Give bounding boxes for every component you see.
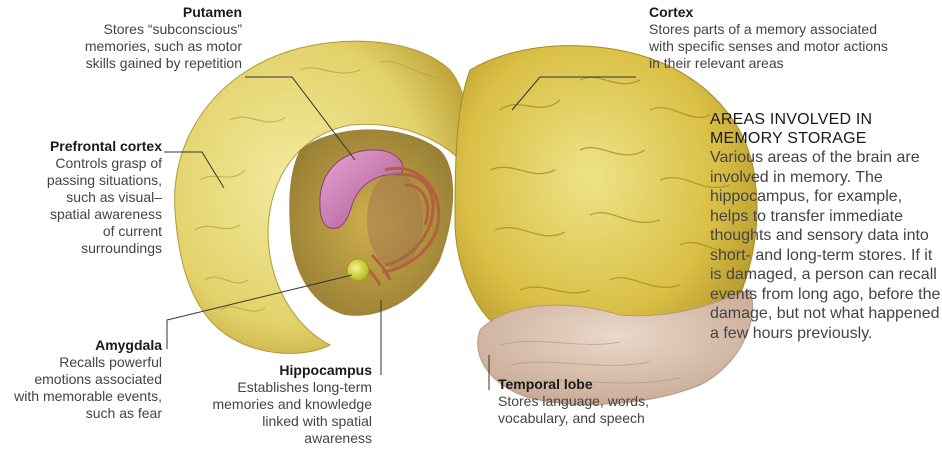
- putamen-title: Putamen: [60, 4, 242, 21]
- prefrontal-desc: Controls grasp of passing situations, su…: [0, 155, 162, 257]
- temporal-label: Temporal lobe Stores language, words, vo…: [498, 376, 673, 427]
- amygdala-title: Amygdala: [0, 337, 162, 354]
- cortex-title: Cortex: [649, 4, 899, 21]
- amygdala-desc: Recalls powerful emotions associated wit…: [0, 354, 162, 422]
- prefrontal-title: Prefrontal cortex: [0, 138, 162, 155]
- putamen-label: Putamen Stores “subconscious” memories, …: [60, 4, 242, 72]
- hippocampus-body: [367, 172, 423, 268]
- cortex-label: Cortex Stores parts of a memory associat…: [649, 4, 899, 72]
- temporal-desc: Stores language, words, vocabulary, and …: [498, 393, 673, 427]
- hippocampus-desc: Establishes long-term memories and knowl…: [206, 379, 372, 447]
- hippocampus-label: Hippocampus Establishes long-term memori…: [206, 362, 372, 447]
- panel-heading: AREAS INVOLVED IN MEMORY STORAGE: [710, 110, 942, 148]
- putamen-desc: Stores “subconscious” memories, such as …: [60, 21, 242, 72]
- prefrontal-label: Prefrontal cortex Controls grasp of pass…: [0, 138, 162, 257]
- amygdala-structure: [347, 259, 369, 281]
- hippocampus-title: Hippocampus: [206, 362, 372, 379]
- temporal-title: Temporal lobe: [498, 376, 673, 393]
- panel-body: Various areas of the brain are involved …: [710, 148, 942, 343]
- amygdala-label: Amygdala Recalls powerful emotions assoc…: [0, 337, 162, 422]
- cortex-desc: Stores parts of a memory associated with…: [649, 21, 899, 72]
- info-panel: AREAS INVOLVED IN MEMORY STORAGE Various…: [710, 110, 942, 343]
